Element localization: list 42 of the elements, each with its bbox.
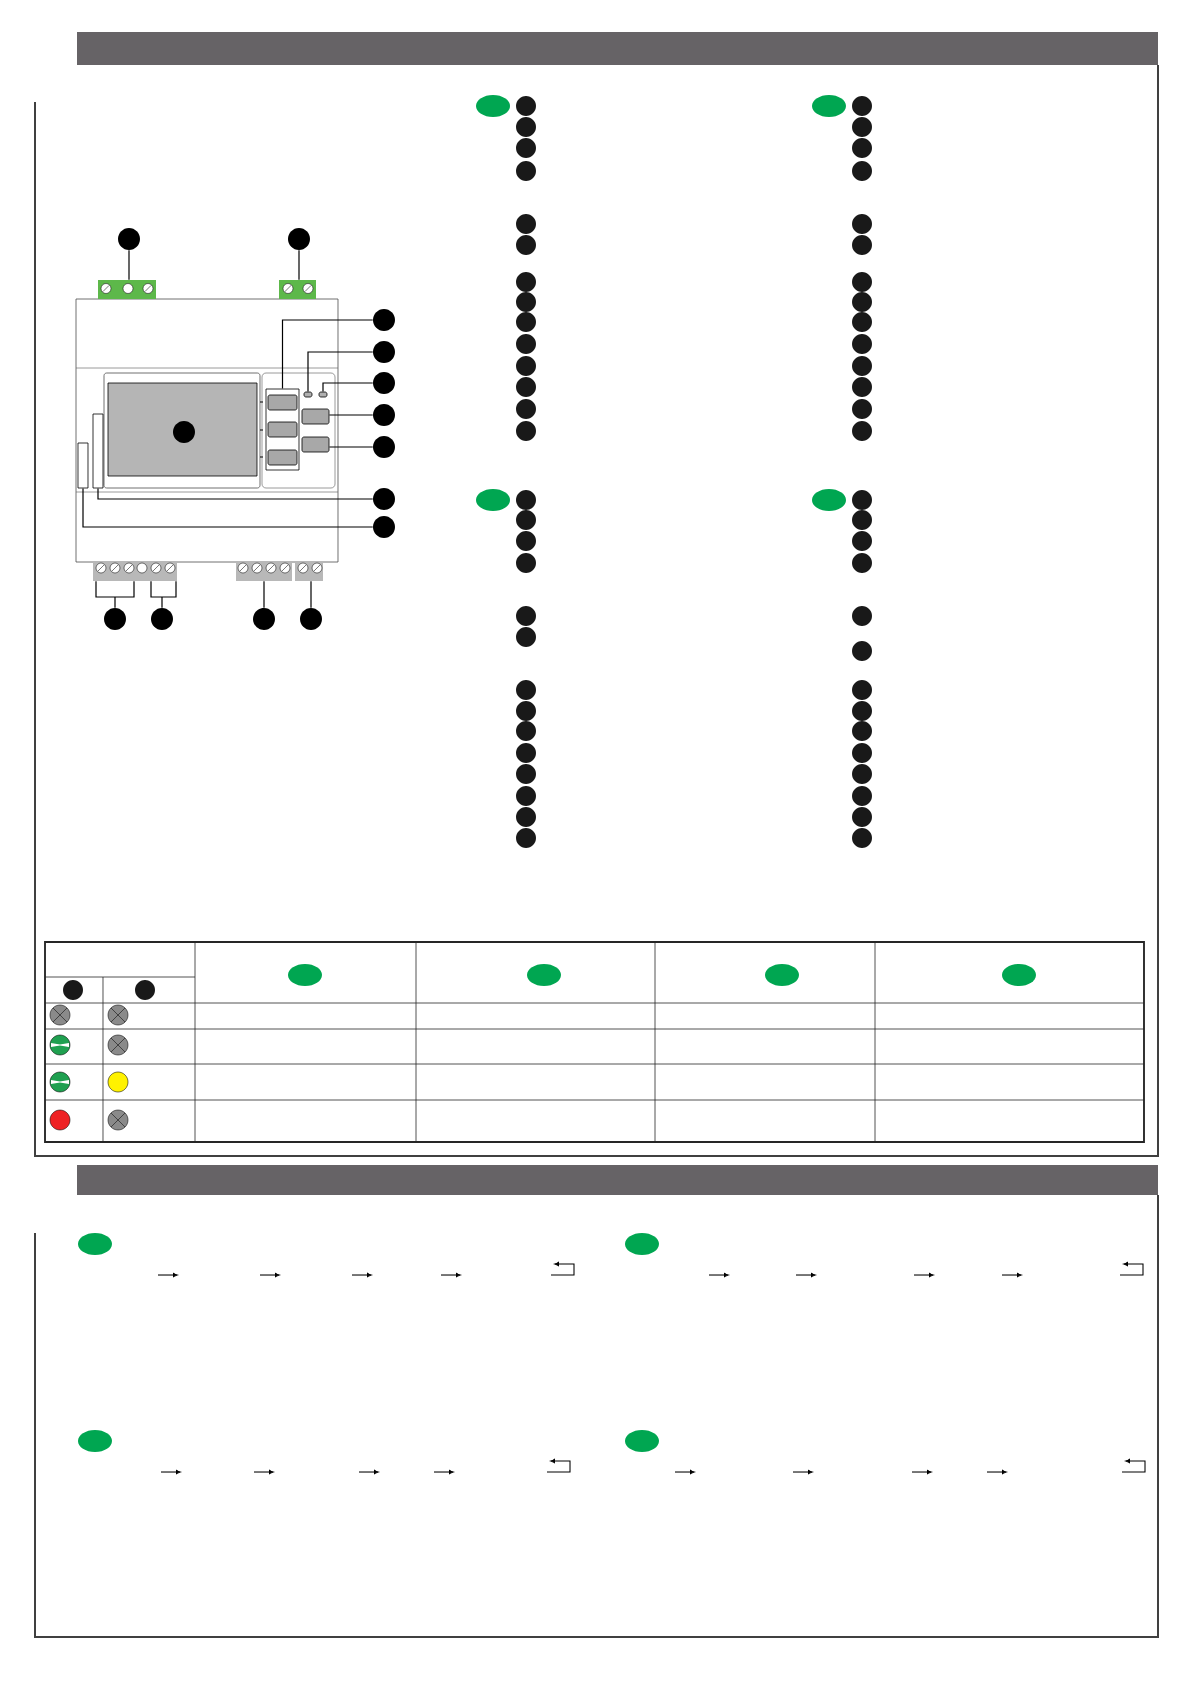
callout-marker (373, 516, 395, 538)
leader-line (150, 580, 177, 609)
push-button (301, 436, 330, 453)
leader-line (328, 446, 374, 448)
push-button (267, 421, 298, 438)
callout-marker (118, 228, 140, 250)
callout-marker (104, 608, 126, 630)
callout-marker (373, 341, 395, 363)
callout-marker (151, 608, 173, 630)
callout-marker (373, 436, 395, 458)
callout-marker (253, 608, 275, 630)
callout-marker (173, 421, 195, 443)
display-screen (107, 382, 258, 477)
leader-line (263, 580, 265, 609)
leader-line (128, 249, 130, 281)
terminal-block (93, 562, 177, 581)
terminal-block (98, 280, 156, 299)
indicator-led (318, 391, 328, 398)
leader-line (307, 351, 374, 393)
slot (77, 442, 89, 489)
callout-marker (373, 488, 395, 510)
leader-line (95, 580, 135, 609)
leader-line (97, 487, 374, 500)
callout-marker (288, 228, 310, 250)
leader-line (328, 414, 374, 416)
leader-line (322, 382, 374, 393)
terminal-block (236, 562, 292, 581)
slot (92, 413, 104, 489)
push-button (267, 449, 298, 466)
terminal-block (295, 562, 323, 581)
leader-line (82, 487, 374, 528)
callout-marker (373, 404, 395, 426)
terminal-block (279, 280, 316, 299)
push-button (267, 394, 298, 411)
indicator-led (303, 391, 313, 398)
callout-marker (300, 608, 322, 630)
push-button (301, 408, 330, 425)
leader-line (281, 319, 374, 390)
callout-marker (373, 372, 395, 394)
callout-marker (373, 309, 395, 331)
leader-line (310, 580, 312, 609)
leader-line (298, 249, 300, 281)
